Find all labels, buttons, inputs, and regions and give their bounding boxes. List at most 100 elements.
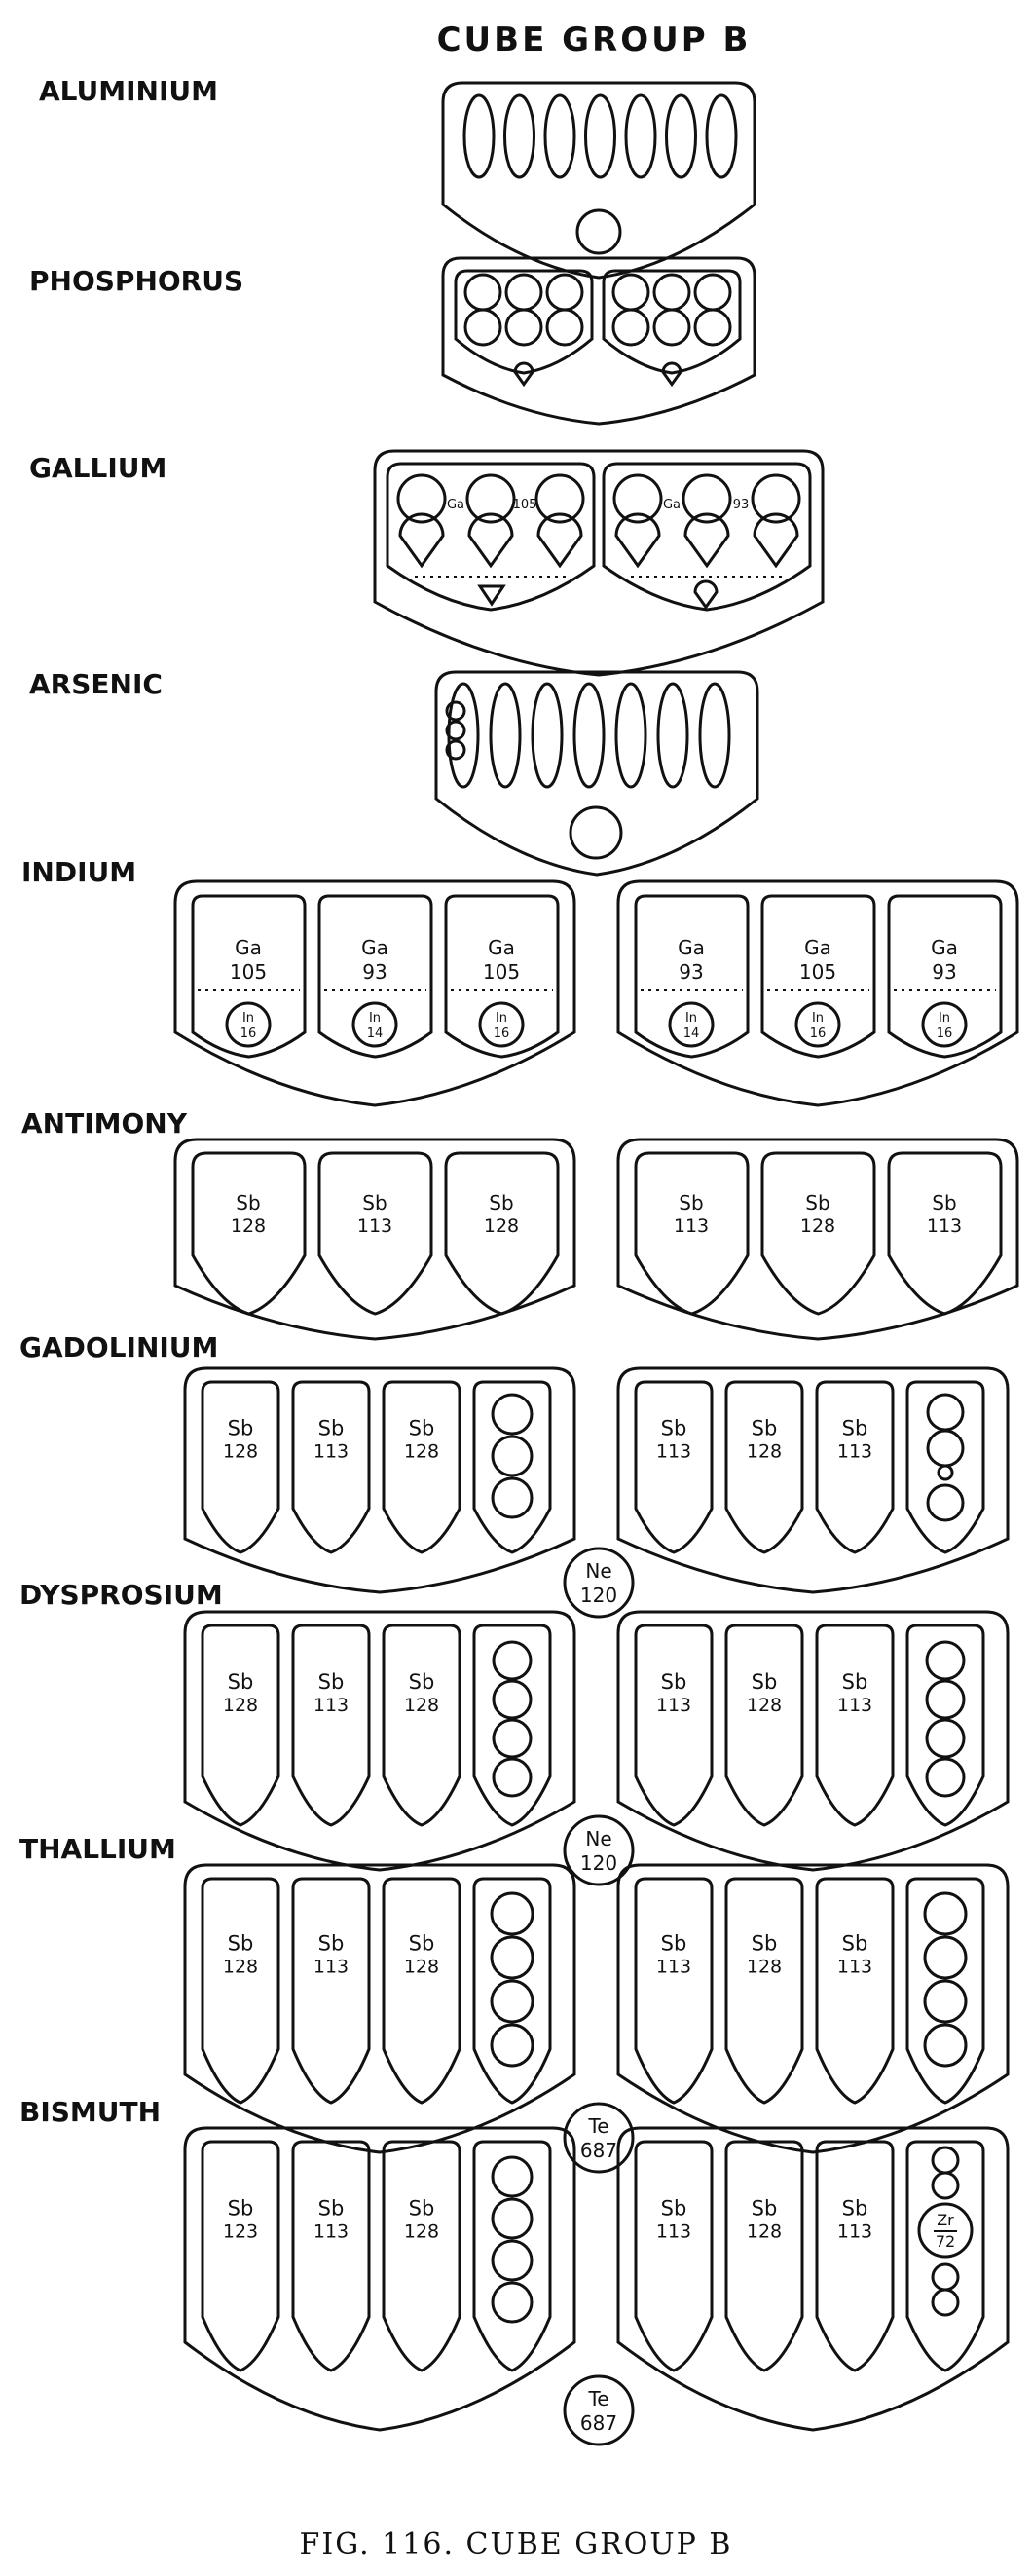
label-gallium: GALLIUM — [29, 452, 166, 484]
dysprosium-inner-shield — [634, 1624, 714, 1827]
label-bismuth: BISMUTH — [19, 2096, 161, 2128]
bismuth-sb-number: 113 — [837, 2221, 872, 2243]
dysprosium-sb-number: 128 — [747, 1695, 782, 1716]
dysprosium-outer-shield-right — [616, 1610, 1010, 1872]
bismuth-sb-label: Sb — [318, 2197, 345, 2221]
dysprosium-sb-number: 113 — [313, 1695, 349, 1716]
antimony-sb-label: Sb — [805, 1191, 829, 1214]
gallium-circle — [682, 473, 732, 524]
phosphorus-circle — [693, 308, 732, 347]
phosphorus-circle — [504, 308, 543, 347]
indium-in-number: 16 — [937, 1027, 953, 1041]
dysprosium-inner-shield — [382, 1624, 461, 1827]
antimony-inner-shield — [444, 1151, 560, 1316]
gadolinium-inner-shield — [291, 1380, 371, 1554]
dysprosium-sb-label: Sb — [318, 1670, 345, 1694]
gallium-drop — [536, 512, 583, 569]
thallium-circle — [923, 1935, 968, 1980]
aluminium-outer-shield — [441, 81, 756, 280]
gadolinium-inner-shield — [382, 1380, 461, 1554]
gallium-ga-number: 105 — [513, 498, 537, 512]
aluminium-oval — [462, 93, 496, 179]
phosphorus-circle — [545, 273, 584, 312]
thallium-circle — [490, 2023, 534, 2068]
bismuth-outer-shield-left — [183, 2126, 576, 2432]
gadolinium-sb-number: 113 — [313, 1441, 349, 1463]
gadolinium-circle — [926, 1429, 965, 1468]
thallium-sb-label: Sb — [661, 1932, 687, 1956]
gallium-circle — [465, 473, 516, 524]
thallium-sb-number: 113 — [656, 1957, 691, 1978]
gadolinium-inner-shield — [472, 1380, 552, 1554]
gadolinium-sb-number: 128 — [747, 1441, 782, 1463]
indium-in-label: In — [812, 1011, 824, 1026]
thallium-circle — [490, 1935, 534, 1980]
gadolinium-circle — [926, 1483, 965, 1522]
aluminium-oval — [624, 93, 657, 179]
dysprosium-sb-label: Sb — [228, 1670, 254, 1694]
indium-inner-shield — [444, 894, 560, 1059]
phosphorus-circle — [693, 273, 732, 312]
gadolinium-sb-label: Sb — [661, 1417, 687, 1440]
bismuth-zr-number: 72 — [936, 2232, 955, 2251]
thallium-sb-label: Sb — [409, 1932, 435, 1956]
gadolinium-circle — [926, 1393, 965, 1432]
dysprosium-circle — [492, 1757, 533, 1798]
thallium-sb-label: Sb — [752, 1932, 778, 1956]
thallium-sb-number: 128 — [747, 1957, 782, 1978]
bismuth-circle — [491, 2281, 534, 2324]
bismuth-sb-number: 113 — [656, 2221, 691, 2243]
label-arsenic: ARSENIC — [29, 668, 163, 700]
phosphorus-circle — [545, 308, 584, 347]
bismuth-sb-label: Sb — [752, 2197, 778, 2221]
thallium-circle — [490, 1979, 534, 2024]
gadolinium-sb-number: 128 — [404, 1441, 439, 1463]
bismuth-outer-shield-right — [616, 2126, 1010, 2432]
indium-ga-number: 105 — [799, 960, 836, 984]
indium-in-label: In — [369, 1011, 381, 1026]
indium-in-circle — [794, 1001, 841, 1048]
bismuth-inner-shield — [201, 2140, 280, 2372]
indium-ga-label: Ga — [361, 936, 388, 959]
dysprosium-inner-shield — [905, 1624, 985, 1827]
arsenic-oval — [698, 682, 731, 789]
gallium-circle — [612, 473, 663, 524]
aluminium-figure — [441, 81, 756, 280]
gadolinium-circle — [491, 1393, 534, 1436]
indium-outer-shield-left — [173, 879, 576, 1107]
gallium-drop — [753, 512, 799, 569]
bismuth-zr-circle — [917, 2202, 974, 2259]
arsenic-oval — [489, 682, 522, 789]
bismuth-small-circle — [931, 2171, 960, 2200]
thallium-inner-shield — [905, 1877, 985, 2105]
dysprosium-inner-shield — [815, 1624, 895, 1827]
gadolinium-sb-label: Sb — [752, 1417, 778, 1440]
bismuth-center-label: Te — [587, 2387, 608, 2410]
gallium-circle — [396, 473, 447, 524]
aluminium-oval — [584, 93, 616, 179]
dysprosium-sb-label: Sb — [409, 1670, 435, 1694]
phosphorus-circle — [611, 308, 650, 347]
dysprosium-inner-shield — [201, 1624, 280, 1827]
gallium-small-drop — [693, 579, 719, 610]
indium-ga-label: Ga — [931, 936, 958, 959]
arsenic-small-circle — [445, 720, 466, 741]
arsenic-oval — [572, 682, 606, 789]
dysprosium-sb-number: 113 — [837, 1695, 872, 1716]
dysprosium-sb-label: Sb — [842, 1670, 868, 1694]
dysprosium-outer-shield-left — [183, 1610, 576, 1872]
antimony-inner-shield — [191, 1151, 307, 1316]
aluminium-oval — [665, 93, 697, 179]
antimony-sb-number: 113 — [674, 1215, 709, 1237]
dysprosium-circle — [925, 1757, 966, 1798]
aluminium-oval — [543, 93, 576, 179]
bismuth-inner-shield — [815, 2140, 895, 2372]
thallium-inner-shield — [382, 1877, 461, 2105]
indium-in-number: 14 — [683, 1027, 700, 1041]
indium-in-label: In — [242, 1011, 254, 1026]
thallium-sb-number: 128 — [223, 1957, 258, 1978]
